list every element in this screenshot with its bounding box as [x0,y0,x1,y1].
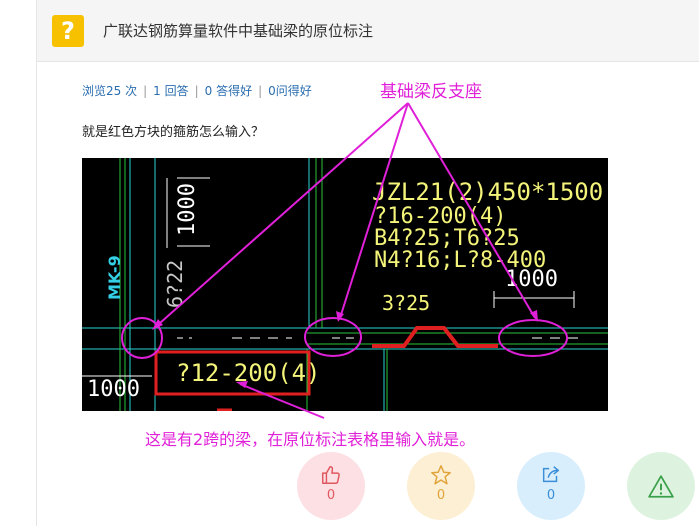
warning-icon [648,475,674,498]
separator: | [143,84,148,98]
good-answers-count: 0 答得好 [204,84,253,98]
support-annotation-label: 基础梁反支座 [380,82,482,102]
star-icon [431,465,451,485]
like-button[interactable]: 0 [297,452,365,520]
cad-drawing-image: JZL21(2)450*1500 ?16-200(4) B4?25;T6?25 … [82,158,608,411]
thumbs-up-icon [322,466,340,484]
question-body: 就是红色方块的箍筋怎么输入？ [82,125,265,140]
favorite-count: 0 [436,488,446,503]
question-stats: 浏览25 次 | 1 回答 | 0 答得好 | 0问得好 [82,82,312,99]
report-button[interactable] [627,452,695,520]
answers-link[interactable]: 1 回答 [153,84,189,98]
like-count: 0 [326,488,336,503]
beam-label-1: JZL21(2)450*1500 [372,178,603,206]
stirrup-label: ?12-200(4) [176,359,321,387]
share-icon [542,466,560,483]
left-divider [36,0,37,526]
bottom-annotation-note: 这是有2跨的梁，在原位标注表格里输入就是。 [145,430,475,449]
good-questions-count: 0问得好 [268,84,312,98]
separator: | [194,84,199,98]
question-header [37,0,699,62]
mk-label: MK-9 [105,255,124,300]
dim-bottom-left: 1000 [87,377,140,402]
dim-vertical: 1000 [175,183,200,236]
separator: | [258,84,263,98]
share-button[interactable]: 0 [517,452,585,520]
favorite-button[interactable]: 0 [407,452,475,520]
rebar-vertical-label: 6?22 [163,260,187,308]
question-title: 广联达钢筋算量软件中基础梁的原位标注 [103,22,374,40]
cad-drawing: JZL21(2)450*1500 ?16-200(4) B4?25;T6?25 … [82,158,608,411]
views-count: 浏览25 次 [82,84,138,98]
share-count: 0 [546,488,556,503]
dim-top-right: 1000 [505,267,558,292]
question-mark-icon: ? [52,15,84,47]
rebar-label: 3?25 [382,291,430,315]
